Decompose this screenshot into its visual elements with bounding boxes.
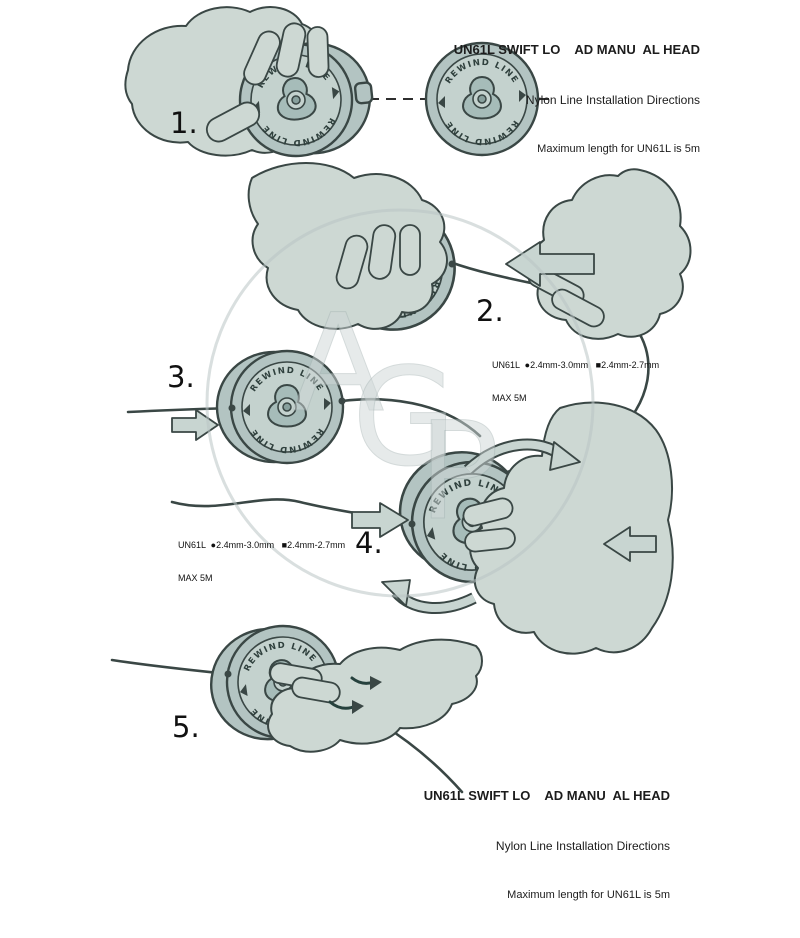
step2-illustration xyxy=(247,162,692,478)
header-subtitle: Nylon Line Installation Directions xyxy=(525,93,700,107)
step4-rotate-arrow-bottom-head xyxy=(381,579,411,607)
step2-line-eyelet xyxy=(448,260,456,268)
diagram-illustration: REWIND LINE REWIND LINE xyxy=(110,6,692,794)
step4-finger xyxy=(464,527,516,553)
watermark-letter: P xyxy=(418,393,499,550)
step4-illustration xyxy=(170,401,674,655)
step1-thumb xyxy=(205,101,261,143)
step5-line-eyelet-left xyxy=(224,670,232,678)
step3-number: 3. xyxy=(167,360,195,394)
step5-press-finger xyxy=(291,676,341,704)
step3-line-eyelet-left xyxy=(228,404,236,412)
step1-finger xyxy=(243,30,281,86)
step2-spec-line1: UN61L ●2.4mm-3.0mm ■2.4mm-2.7mm xyxy=(492,360,660,370)
step4-hand xyxy=(469,401,674,655)
step1-illustration xyxy=(124,6,556,163)
step2-spec-line2: MAX 5M xyxy=(492,393,527,403)
step5-illustration xyxy=(110,617,483,794)
step2-finger xyxy=(367,224,397,280)
step5-nylon-line-left xyxy=(110,658,230,676)
step4-line-eyelet xyxy=(408,520,416,528)
step1-finger xyxy=(306,26,330,78)
footer-subtitle: Nylon Line Installation Directions xyxy=(495,839,670,853)
step2-finger xyxy=(399,224,421,276)
footer-text-block: UN61L SWIFT LO AD MANU AL HEAD Nylon Lin… xyxy=(424,752,670,938)
diagram-canvas: REWIND LINE REWIND LINE xyxy=(110,6,700,901)
step2-finger xyxy=(335,234,369,290)
step5-tap-arrow-head xyxy=(370,676,382,690)
step4-spec-label: UN61L ●2.4mm-3.0mm ■2.4mm-2.7mm MAX 5M xyxy=(178,518,345,606)
header-title: UN61L SWIFT LO AD MANU AL HEAD xyxy=(453,42,700,57)
step1-number: 1. xyxy=(170,106,198,140)
step4-number: 4. xyxy=(355,526,383,560)
watermark: A G P xyxy=(205,208,595,598)
step3-illustration xyxy=(126,349,482,465)
step3-nylon-line-right xyxy=(340,397,482,438)
step1-finger xyxy=(275,22,307,78)
footer-title: UN61L SWIFT LO AD MANU AL HEAD xyxy=(423,788,670,803)
header-max-length-note: Maximum length for UN61L is 5m xyxy=(537,143,700,155)
watermark-letter: G xyxy=(352,339,457,496)
step5-tap-arrow-head xyxy=(352,700,364,714)
step4-feed-arrow-left xyxy=(351,502,409,538)
step1-spool-axle xyxy=(353,81,374,105)
step4-push-arrow-right xyxy=(603,526,657,562)
watermark-ring xyxy=(205,208,595,598)
step4-rotate-arrow-top-head xyxy=(549,441,581,471)
step2-insert-arrow xyxy=(505,241,595,287)
step5-number: 5. xyxy=(172,710,200,744)
step3-line-eyelet-right xyxy=(338,397,346,405)
step2-number: 2. xyxy=(476,294,504,328)
step3-spool xyxy=(215,349,345,465)
footer-max-length-note: Maximum length for UN61L is 5m xyxy=(507,889,670,901)
step5-hand xyxy=(267,638,483,753)
step4-finger xyxy=(462,497,514,527)
step2-spec-label: UN61L ●2.4mm-3.0mm ■2.4mm-2.7mm MAX 5M xyxy=(492,338,659,426)
step4-spec-line1: UN61L ●2.4mm-3.0mm ■2.4mm-2.7mm xyxy=(178,540,346,550)
step4-spec-line2: MAX 5M xyxy=(178,573,213,583)
watermark-letter: A xyxy=(292,285,384,442)
header-text-block: UN61L SWIFT LO AD MANU AL HEAD Nylon Lin… xyxy=(454,6,700,192)
